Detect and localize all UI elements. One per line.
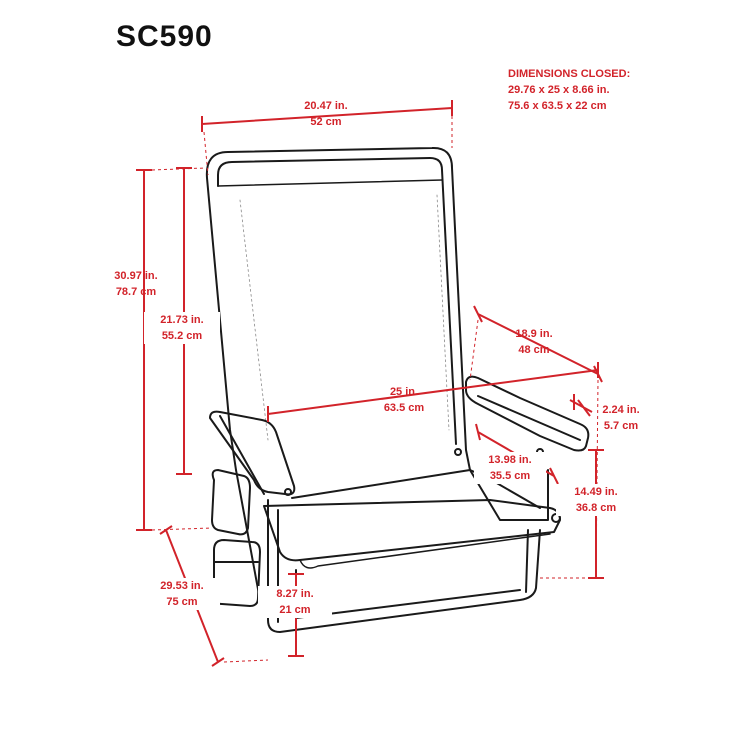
closed-metric: 75.6 x 63.5 x 22 cm <box>508 100 607 112</box>
front-leg-frame <box>267 499 541 633</box>
seat <box>263 499 561 562</box>
back-frame <box>205 146 471 471</box>
label-armrest-height: 14.49 in. 36.8 cm <box>556 484 636 516</box>
label-width-top: 20.47 in. 52 cm <box>304 100 348 128</box>
closed-imperial: 29.76 x 25 x 8.66 in. <box>508 84 610 96</box>
label-seat-height: 8.27 in. 21 cm <box>258 586 332 618</box>
dim-width-top <box>201 100 453 132</box>
label-overall-width: 25 in. 63.5 cm <box>383 386 425 414</box>
closed-heading: DIMENSIONS CLOSED: <box>508 68 631 80</box>
model-title: SC590 <box>116 20 213 53</box>
side-bag <box>213 539 261 607</box>
closed-dimensions: DIMENSIONS CLOSED: 29.76 x 25 x 8.66 in.… <box>508 66 630 114</box>
label-armrest-width: 2.24 in. 5.7 cm <box>602 404 640 432</box>
right-armrest <box>465 375 590 452</box>
dim-overall-width <box>267 362 599 422</box>
chair-outline <box>205 146 590 633</box>
label-seat-depth: 18.9 in. 48 cm <box>515 328 553 356</box>
label-depth: 29.53 in. 75 cm <box>144 578 220 610</box>
label-seat-inner: 13.98 in. 35.5 cm <box>474 452 546 484</box>
label-back-height: 21.73 in. 55.2 cm <box>144 312 220 344</box>
left-armrest <box>209 410 296 496</box>
dim-armrest-width <box>569 394 593 417</box>
dimension-lines <box>136 100 604 667</box>
dim-total-height <box>136 169 152 531</box>
label-total-height: 30.97 in. 78.7 cm <box>114 270 158 298</box>
